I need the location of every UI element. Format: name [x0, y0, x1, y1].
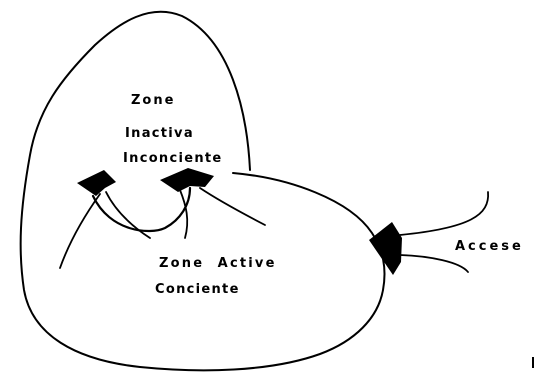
inactive-zone-label-line3: Inconciente	[123, 151, 223, 166]
stray-ink-mark	[532, 357, 534, 368]
access-arrowhead	[369, 222, 402, 275]
mind-outline	[19, 10, 386, 372]
access-arrow-line-lower	[399, 254, 469, 273]
access-arrow-line-upper	[399, 191, 489, 236]
right-arrowhead	[160, 168, 214, 192]
active-zone-label-line2: Conciente	[155, 282, 240, 297]
left-arrow-stem-1	[59, 193, 101, 269]
inner-connection-arc	[91, 186, 192, 233]
access-label: Accese	[455, 239, 524, 254]
left-arrowhead	[77, 170, 116, 196]
active-zone-title: Zone Active	[159, 256, 277, 271]
right-arrow-stem-1	[179, 189, 189, 239]
inactive-zone-label-line2: Inactiva	[125, 126, 194, 141]
left-arrow-stem-2	[105, 191, 151, 239]
right-arrow-stem-2	[199, 187, 266, 226]
inactive-zone-title: Zone	[131, 93, 176, 108]
